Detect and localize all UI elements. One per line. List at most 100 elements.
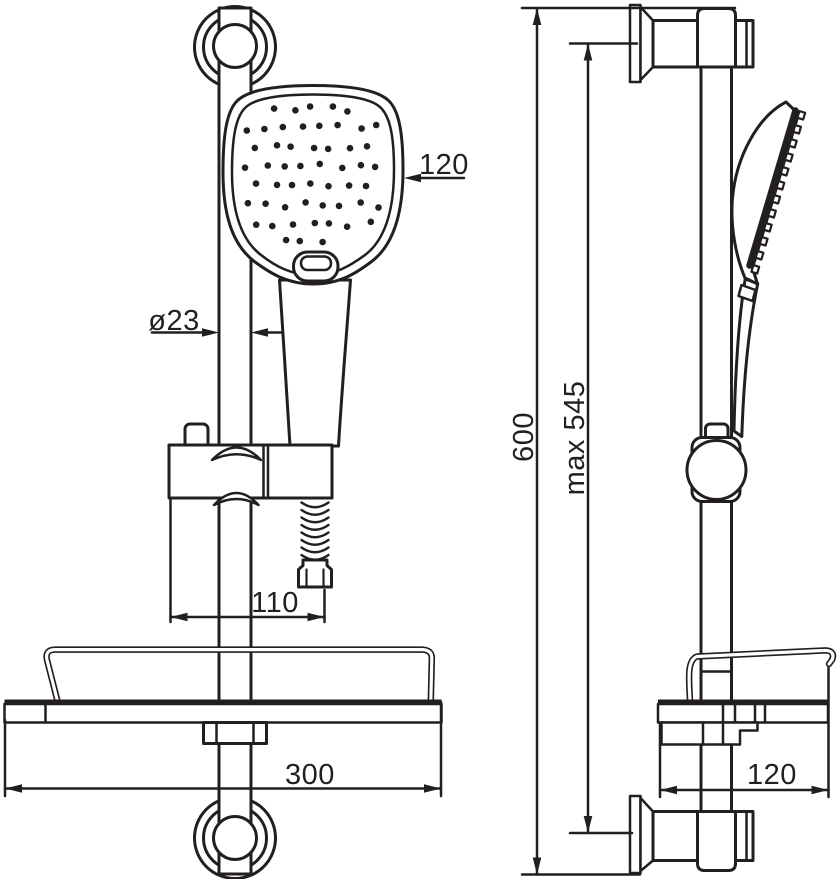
dim-label-hand-shower-width: 120 — [419, 149, 469, 181]
spray-dot — [357, 161, 365, 169]
nozzle-tooth — [792, 123, 803, 135]
spray-dot — [289, 221, 297, 228]
nozzle-tooth — [758, 235, 769, 247]
hand-shower-handle-front — [278, 278, 352, 448]
spray-dot — [311, 219, 319, 227]
spray-dot — [345, 182, 353, 189]
shelf-wire-rim-core — [45, 648, 434, 703]
shelf-tray-top-edge — [4, 699, 442, 704]
arrowhead — [532, 8, 542, 25]
spray-dot — [329, 103, 337, 110]
dimension-shelf-width: 300 — [3, 700, 443, 798]
nozzle-tooth — [779, 165, 790, 177]
spray-dot — [319, 202, 327, 209]
hose-coil — [300, 523, 330, 531]
spray-dot — [244, 199, 252, 207]
shelf-tray-top-edge-side — [658, 699, 828, 704]
bracket-rail-sleeve — [696, 7, 737, 69]
arrowhead — [811, 785, 829, 795]
spray-dot — [288, 181, 296, 189]
spray-dot — [358, 125, 365, 132]
wall-bracket-bottom-side — [628, 794, 755, 875]
spray-dot — [343, 223, 351, 230]
nozzle-tooth — [796, 109, 807, 121]
bracket-wall-plate — [628, 794, 642, 875]
spray-dot — [264, 162, 272, 169]
face-plate-band — [746, 107, 799, 269]
hose-coil — [300, 508, 330, 516]
spray-dot — [262, 200, 269, 207]
spray-dot — [297, 162, 304, 170]
bracket-cone — [639, 796, 655, 873]
spray-dot — [325, 182, 332, 190]
hand-shower-handle-side — [732, 277, 760, 438]
hose-coils — [300, 501, 330, 561]
spray-dot — [375, 204, 382, 211]
dim-label-shelf-depth: 120 — [747, 759, 797, 791]
wall-bracket-bottom-knob — [212, 815, 258, 861]
dim-label-overall-height: 600 — [508, 412, 540, 462]
spray-dot — [279, 123, 287, 131]
wall-bracket-top-side — [628, 3, 755, 84]
shelf-bracket-side — [660, 721, 759, 746]
spray-dot — [282, 236, 290, 244]
bracket-rail-sleeve — [696, 810, 737, 872]
nozzle-tooth — [767, 207, 777, 219]
nozzle-tooth — [787, 137, 798, 149]
dim-label-max-bracket-distance: max 545 — [559, 381, 591, 496]
dimension-holder-offset: 110 — [169, 498, 326, 624]
wall-bracket-top-knob — [212, 23, 258, 69]
spray-dot — [363, 143, 371, 150]
spray-dot — [252, 221, 260, 228]
arrowhead — [251, 328, 268, 337]
dimension-rail-diameter: ø23 — [148, 305, 285, 337]
spray-dot — [324, 145, 332, 153]
arrowhead — [424, 784, 441, 793]
spray-dot — [335, 202, 343, 210]
bracket-cone — [639, 5, 655, 82]
dim-label-rail-diameter: ø23 — [148, 305, 199, 337]
slider-rail-collar-top — [210, 446, 263, 462]
arrowhead — [307, 612, 325, 622]
nozzle-tooth — [783, 151, 794, 163]
spray-dot — [307, 180, 314, 187]
arrowhead — [583, 43, 593, 61]
spray-dot — [371, 163, 379, 171]
dimension-hand-shower-width: 120 — [404, 149, 469, 183]
spray-dot — [243, 127, 251, 134]
spray-dot — [252, 180, 260, 187]
spray-dot — [339, 164, 346, 172]
spray-mode-button-outer — [292, 250, 340, 283]
arrowhead — [660, 785, 677, 795]
spray-dot — [367, 218, 375, 226]
dimension-overall-height: 600 — [508, 6, 737, 876]
slider-holder-side — [685, 422, 748, 503]
shower-hose-front — [297, 501, 333, 589]
spray-dot — [287, 143, 294, 150]
shelf-wire-profile-core — [687, 648, 835, 702]
spray-dot — [316, 122, 323, 130]
dimension-max-bracket-distance: max 545 — [559, 42, 639, 835]
spray-dot — [281, 204, 289, 211]
spray-dot — [344, 108, 351, 115]
spray-dot — [316, 160, 324, 168]
spray-dot — [261, 125, 268, 133]
spray-dot — [306, 103, 314, 110]
arrowhead — [170, 612, 188, 622]
spray-dot — [362, 182, 370, 190]
shelf-tray-side — [656, 702, 830, 724]
spray-dot — [346, 144, 354, 152]
hand-shower-front — [221, 84, 405, 448]
spray-dot — [310, 144, 318, 152]
spray-dot — [269, 222, 276, 230]
spray-dot — [372, 121, 380, 129]
front-view-dimensions: ø23 120 110 300 — [3, 149, 469, 798]
hose-coil — [300, 538, 330, 546]
soap-shelf-side — [656, 647, 837, 746]
nozzle-tooth — [750, 263, 761, 275]
hose-coil — [300, 516, 330, 524]
hose-coil — [300, 546, 330, 554]
spray-dot — [325, 220, 333, 227]
arrowhead — [202, 328, 219, 337]
